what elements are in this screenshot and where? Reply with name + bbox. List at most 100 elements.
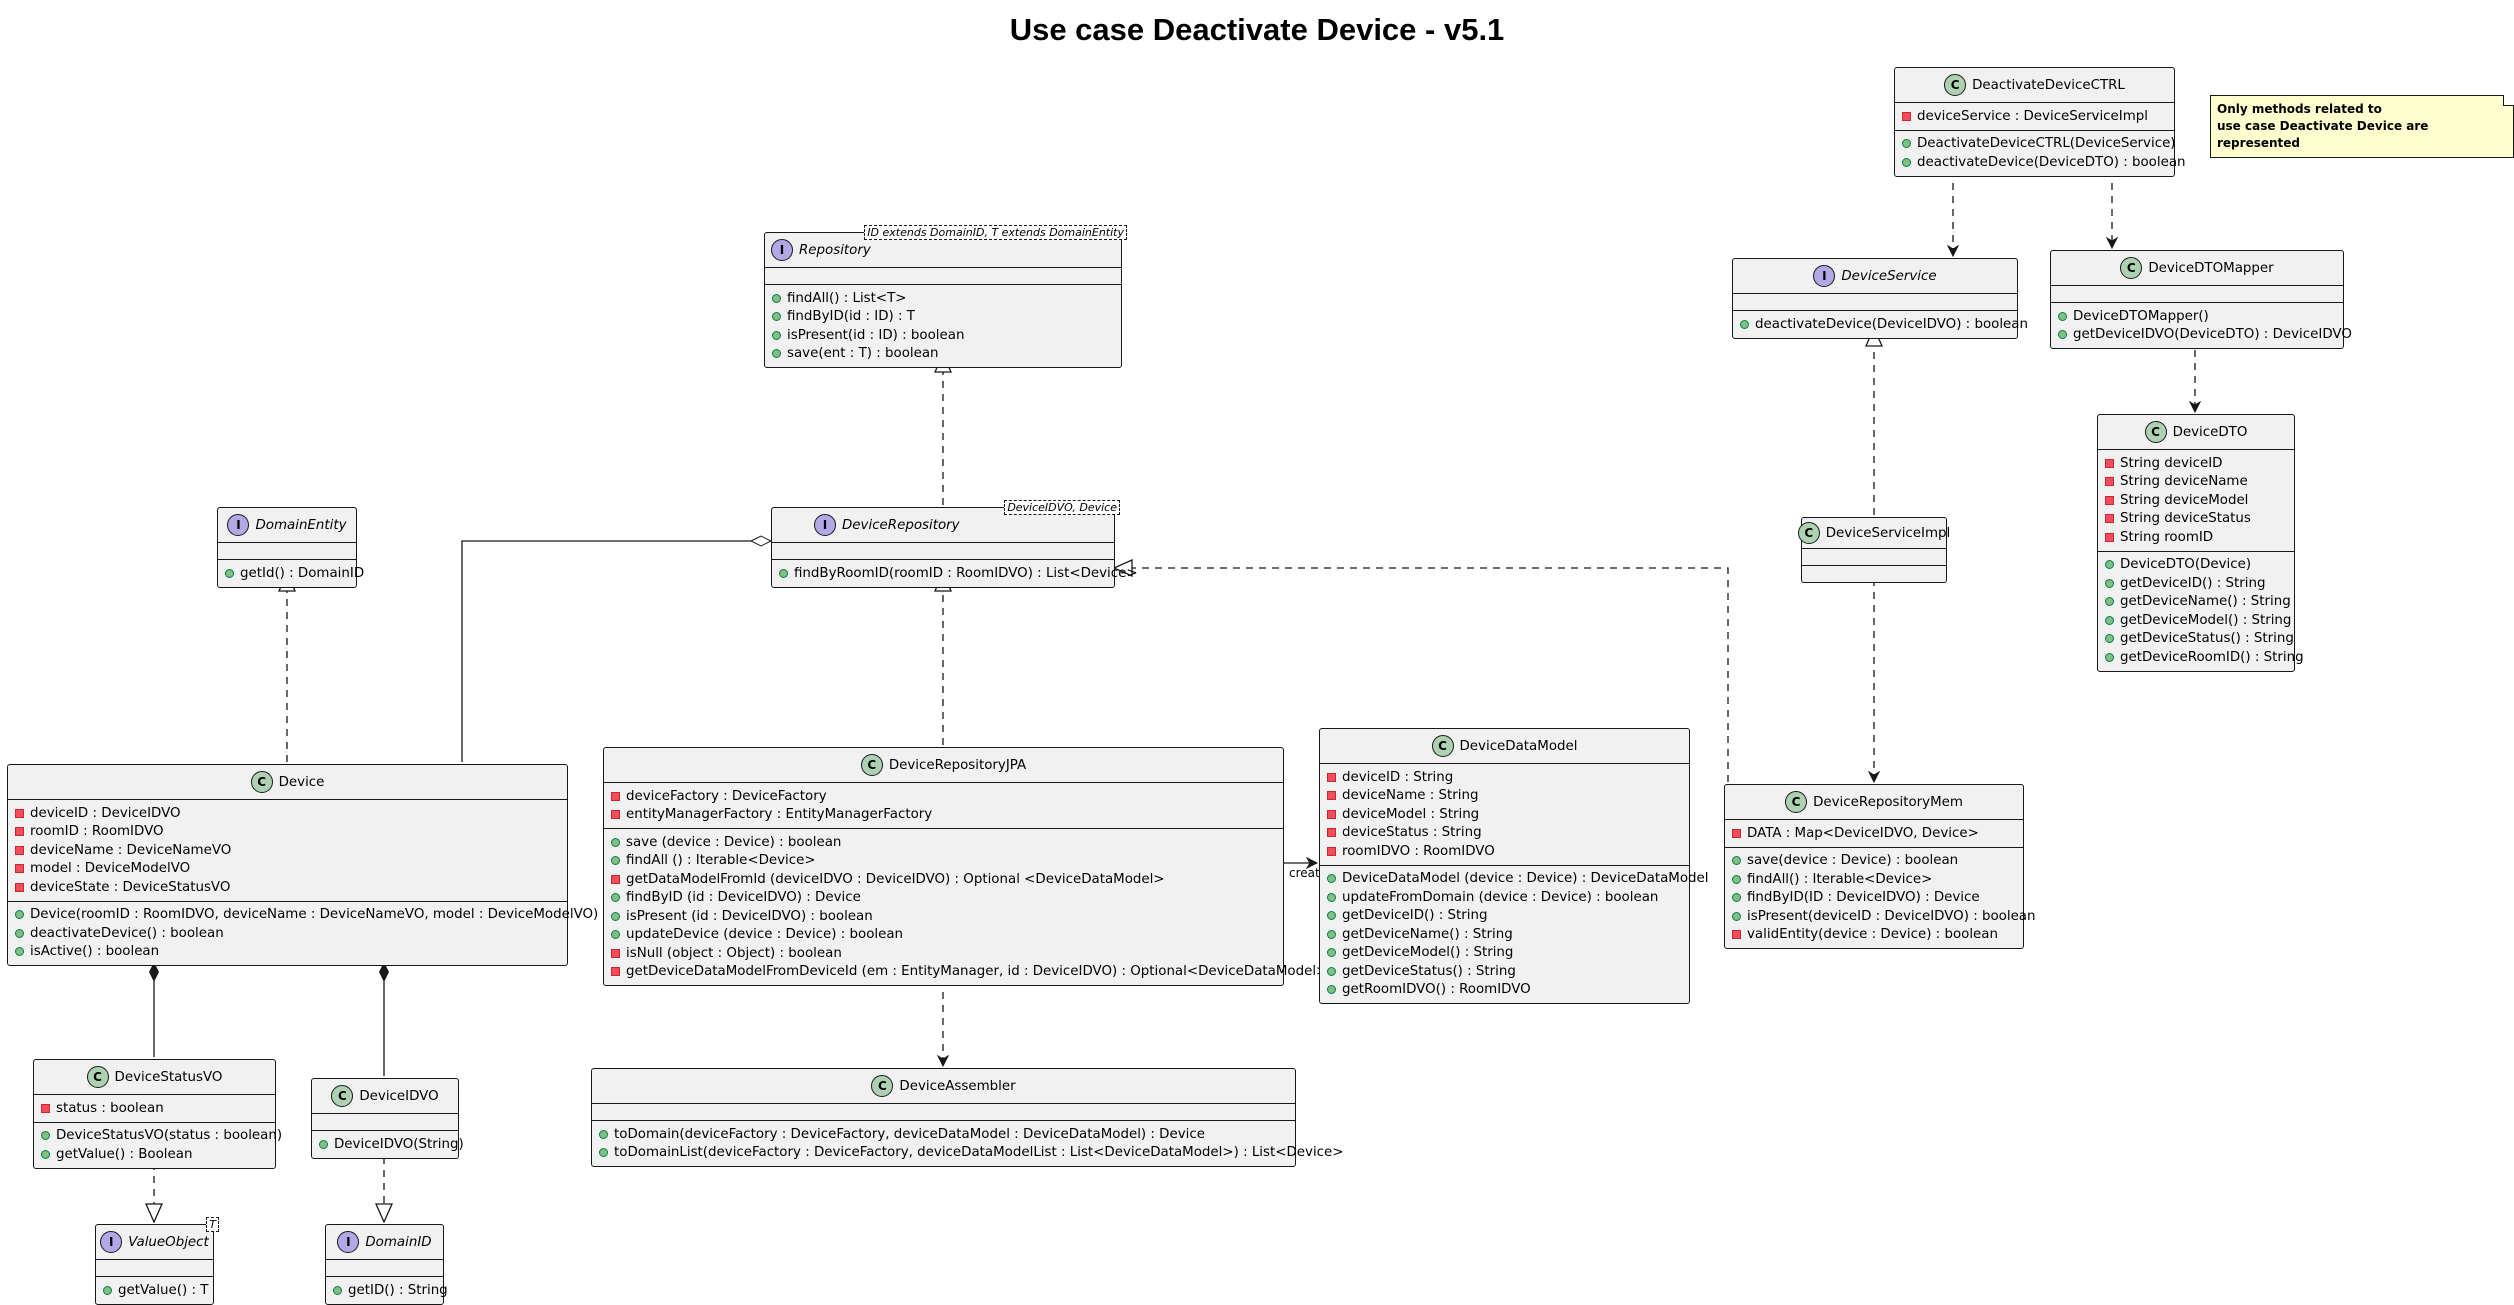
field-row: status : boolean [34, 1099, 275, 1118]
class-c-icon: C [250, 771, 273, 793]
field-row: roomIDVO : RoomIDVO [1320, 842, 1689, 861]
private-icon [1327, 791, 1336, 801]
public-icon [41, 1149, 50, 1159]
method-row: getDeviceStatus() : String [2098, 630, 2294, 649]
fields-section [218, 542, 356, 559]
methods-section: save (device : Device) : boolean findAll… [604, 828, 1327, 985]
private-icon [2105, 458, 2114, 468]
method-text: getDeviceModel() : String [1342, 945, 1514, 961]
method-row: isPresent (id : DeviceIDVO) : boolean [604, 907, 1283, 926]
method-text: DeviceIDVO(String) [334, 1136, 464, 1152]
method-row: findAll () : Iterable<Device> [604, 852, 1283, 871]
private-icon [1902, 111, 1911, 121]
public-icon [2105, 615, 2114, 625]
fields-section: deviceFactory : DeviceFactory entityMana… [604, 782, 1283, 828]
note-line-1: Only methods related to [2217, 102, 2382, 116]
field-row: deviceModel : String [1320, 805, 1689, 824]
method-row: toDomain(deviceFactory : DeviceFactory, … [592, 1125, 1295, 1144]
class-c-icon: C [1944, 74, 1967, 96]
public-icon [2058, 311, 2067, 321]
method-row: getDeviceModel() : String [1320, 944, 1689, 963]
method-row: findAll() : Iterable<Device> [1725, 870, 2023, 889]
methods-section: findAll() : List<T> findByID(id : ID) : … [765, 284, 1121, 367]
repository-interface[interactable]: ID extends DomainID, T extends DomainEnt… [764, 225, 1127, 368]
method-row: findByID (id : DeviceIDVO) : Device [604, 889, 1283, 908]
fields-section [765, 267, 1121, 284]
field-text: entityManagerFactory : EntityManagerFact… [626, 807, 933, 823]
field-row: deviceName : String [1320, 787, 1689, 806]
class-name: DomainEntity [255, 517, 347, 533]
method-row: updateFromDomain (device : Device) : boo… [1320, 888, 1689, 907]
method-row: DeviceDTO(Device) [2098, 556, 2294, 575]
public-icon [15, 910, 24, 920]
method-text: findByID(id : ID) : T [787, 309, 915, 325]
field-text: deviceID : DeviceIDVO [30, 805, 181, 821]
private-icon [611, 874, 620, 884]
method-row: isNull (object : Object) : boolean [604, 944, 1283, 963]
field-row: DATA : Map<DeviceIDVO, Device> [1725, 824, 2023, 843]
public-icon [772, 293, 781, 303]
fields-section [592, 1103, 1295, 1120]
field-row: deviceFactory : DeviceFactory [604, 787, 1283, 806]
public-icon [1902, 139, 1911, 149]
private-icon [611, 948, 620, 958]
public-icon [1327, 985, 1336, 995]
private-icon [15, 845, 24, 855]
private-icon [1327, 828, 1336, 838]
method-text: getDeviceID() : String [1342, 908, 1488, 924]
public-icon [779, 568, 788, 578]
class-name: DeviceIDVO [359, 1088, 439, 1104]
field-text: deviceService : DeviceServiceImpl [1917, 108, 2148, 124]
method-row: getDeviceModel() : String [2098, 611, 2294, 630]
field-text: String deviceName [2120, 474, 2248, 490]
method-text: deactivateDevice(DeviceIDVO) : boolean [1755, 316, 2028, 332]
field-row: String deviceStatus [2098, 510, 2294, 529]
public-icon [611, 893, 620, 903]
fields-section: DATA : Map<DeviceIDVO, Device> [1725, 819, 2023, 847]
public-icon [15, 928, 24, 938]
method-text: findAll () : Iterable<Device> [626, 853, 816, 869]
generic-parameter: ID extends DomainID, T extends DomainEnt… [864, 225, 1127, 240]
private-icon [1327, 772, 1336, 782]
interface-i-icon: I [100, 1231, 123, 1253]
note-fold-corner [2503, 95, 2514, 106]
public-icon [41, 1131, 50, 1141]
field-row: deviceID : String [1320, 768, 1689, 787]
field-row: deviceName : DeviceNameVO [8, 841, 567, 860]
public-icon [611, 856, 620, 866]
method-text: isPresent (id : DeviceIDVO) : boolean [626, 908, 873, 924]
method-text: getDeviceName() : String [1342, 926, 1513, 942]
method-text: DeviceStatusVO(status : boolean) [56, 1128, 283, 1144]
method-text: getDeviceID() : String [2120, 575, 2266, 591]
method-row: getDeviceStatus() : String [1320, 962, 1689, 981]
interface-i-icon: I [1813, 265, 1836, 287]
class-name: DeviceAssembler [899, 1078, 1016, 1094]
method-row: getId() : DomainID [218, 564, 364, 583]
method-text: getDeviceDataModelFromDeviceId (em : Ent… [626, 964, 1328, 980]
device-aggregated-by-devicerepository [461, 541, 771, 762]
fields-section [326, 1259, 443, 1276]
scope-note: Only methods related to use case Deactiv… [2210, 95, 2514, 158]
